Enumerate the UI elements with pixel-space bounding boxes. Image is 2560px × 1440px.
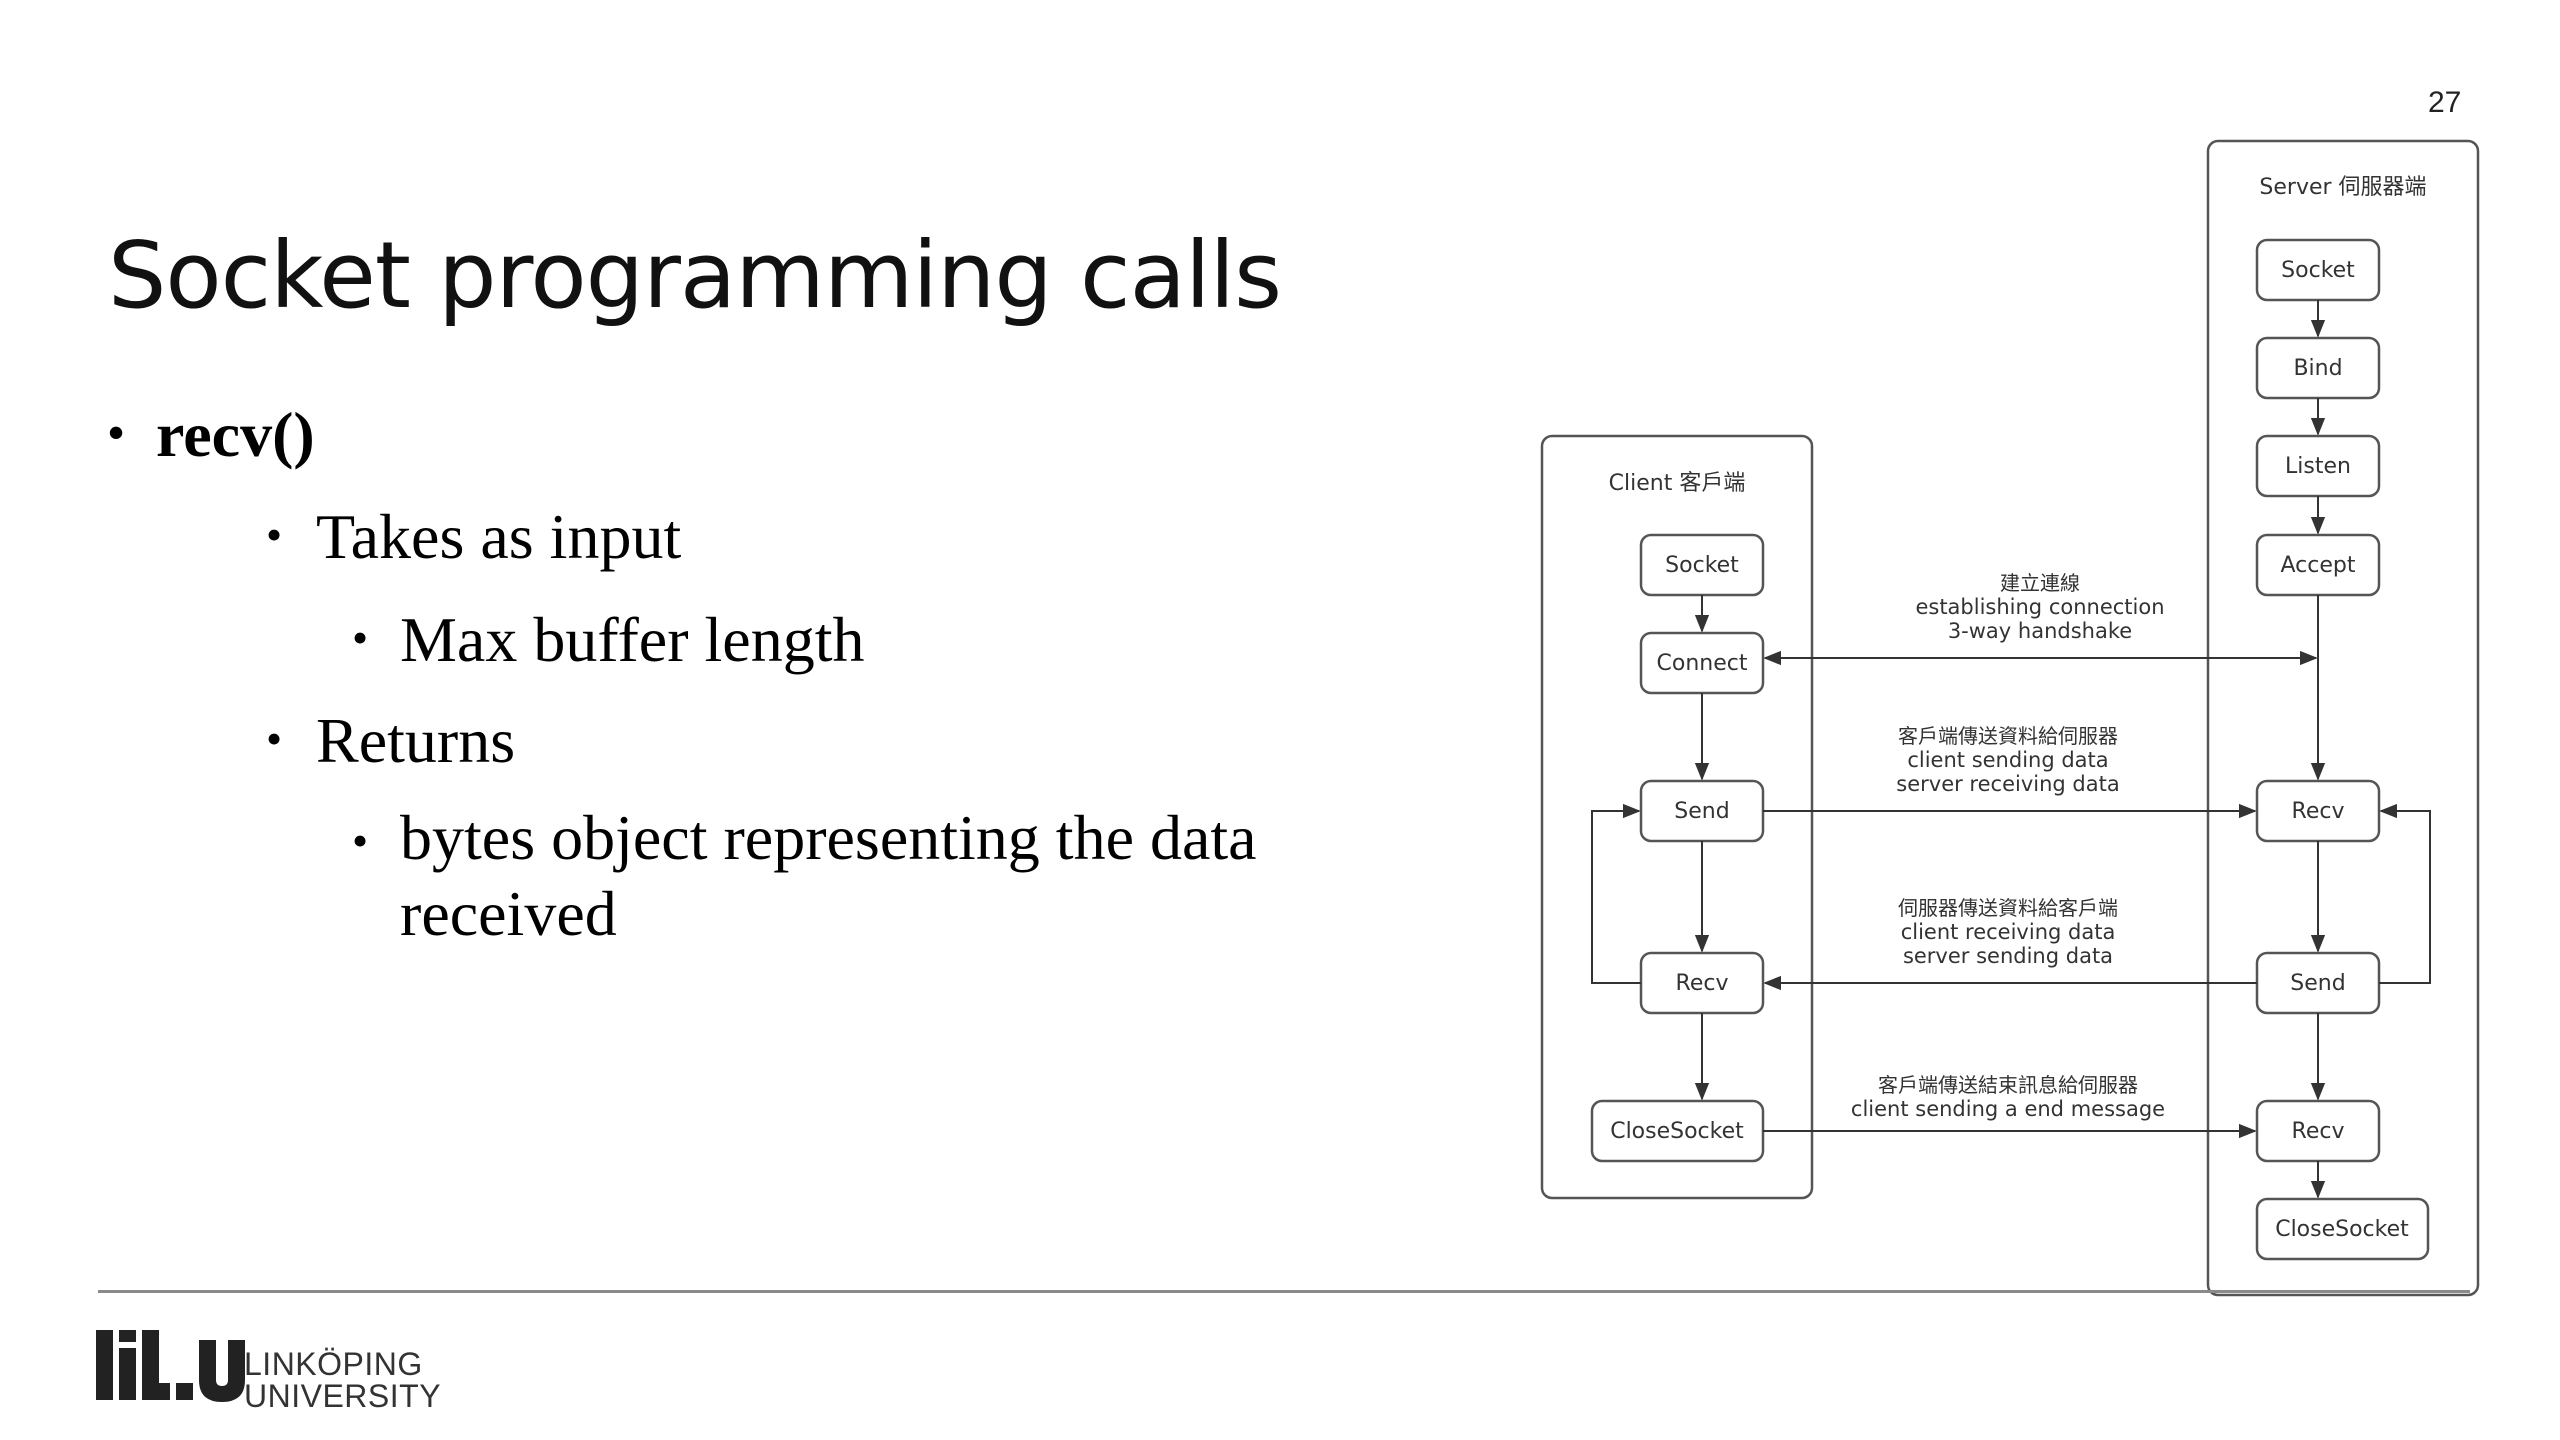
server-node-bind: Bind [2255, 336, 2381, 400]
message-server-send-line2: server sending data [1903, 944, 2113, 968]
slide-title: Socket programming calls [108, 222, 1282, 329]
message-client-send-zh: 客戶端傳送資料給伺服器 [1898, 724, 2118, 748]
client-node-socket: Socket [1639, 533, 1765, 597]
bullet-input-item-text: Max buffer length [400, 604, 865, 675]
client-container [1540, 434, 1814, 1200]
message-handshake-line1: establishing connection [1915, 595, 2164, 619]
message-end-line1: client sending a end message [1851, 1097, 2165, 1121]
bullet-function-text: recv() [156, 399, 315, 470]
message-client-send-line2: server receiving data [1896, 772, 2119, 796]
client-node-closesocket-label: CloseSocket [1610, 1119, 1744, 1144]
liu-logo [96, 1330, 406, 1420]
server-container [2206, 139, 2480, 1297]
message-server-send: 伺服器傳送資料給客戶端 client receiving data server… [1898, 896, 2118, 968]
page-number: 27 [2428, 86, 2462, 119]
server-node-listen: Listen [2255, 434, 2381, 498]
client-node-connect: Connect [1639, 631, 1765, 695]
message-end: 客戶端傳送結束訊息給伺服器 client sending a end messa… [1851, 1073, 2165, 1121]
bullet-returns-heading-text: Returns [316, 705, 516, 776]
server-node-closesocket-label: CloseSocket [2275, 1217, 2409, 1242]
logo-line2: UNIVERSITY [244, 1378, 442, 1414]
client-node-send: Send [1639, 779, 1765, 843]
server-node-closesocket: CloseSocket [2255, 1197, 2430, 1261]
message-handshake-line2: 3-way handshake [1948, 619, 2132, 643]
server-node-recv: Recv [2255, 779, 2381, 843]
message-handshake: 建立連線 establishing connection 3-way hands… [1915, 571, 2164, 643]
bullet-input-heading-text: Takes as input [316, 501, 682, 572]
server-node-recv-end-label: Recv [2292, 1119, 2345, 1144]
bullet-dot: • [108, 407, 125, 458]
logo-line1: LINKÖPING [244, 1346, 423, 1382]
server-node-accept-label: Accept [2281, 553, 2356, 578]
message-client-send: 客戶端傳送資料給伺服器 client sending data server r… [1896, 724, 2119, 796]
message-client-send-line1: client sending data [1907, 748, 2108, 772]
bullet-dot: • [266, 509, 283, 560]
server-node-recv-label: Recv [2292, 799, 2345, 824]
client-node-closesocket: CloseSocket [1590, 1099, 1765, 1163]
server-node-listen-label: Listen [2285, 454, 2351, 479]
server-title: Server 伺服器端 [2259, 175, 2426, 200]
message-end-zh: 客戶端傳送結束訊息給伺服器 [1878, 1073, 2138, 1097]
client-node-send-label: Send [1674, 799, 1729, 824]
message-handshake-zh: 建立連線 [2000, 571, 2080, 595]
server-node-socket: Socket [2255, 238, 2381, 302]
message-server-send-line1: client receiving data [1901, 920, 2116, 944]
logo-text: LINKÖPING UNIVERSITY [244, 1348, 441, 1412]
liu-logo-mark [96, 1330, 245, 1402]
bullet-dot: • [352, 815, 369, 866]
server-node-recv-end: Recv [2255, 1099, 2381, 1163]
server-node-socket-label: Socket [2281, 258, 2355, 283]
client-flow-arrows [1591, 595, 1710, 1101]
bullet-dot: • [266, 713, 283, 764]
message-arrows [1763, 650, 2318, 1139]
server-node-send: Send [2255, 951, 2381, 1015]
client-title: Client 客戶端 [1609, 471, 1746, 496]
client-node-connect-label: Connect [1657, 651, 1748, 676]
server-flow-arrows [2310, 300, 2431, 1199]
client-node-socket-label: Socket [1665, 553, 1739, 578]
message-server-send-zh: 伺服器傳送資料給客戶端 [1898, 896, 2118, 920]
server-node-send-label: Send [2290, 971, 2345, 996]
bullet-dot: • [352, 612, 369, 663]
client-node-recv-label: Recv [1676, 971, 1729, 996]
client-node-recv: Recv [1639, 951, 1765, 1015]
bullet-returns-item-text: bytes object representing the data recei… [400, 802, 1257, 949]
server-node-accept: Accept [2255, 533, 2381, 597]
server-node-bind-label: Bind [2293, 356, 2342, 381]
footer-divider [98, 1290, 2470, 1293]
